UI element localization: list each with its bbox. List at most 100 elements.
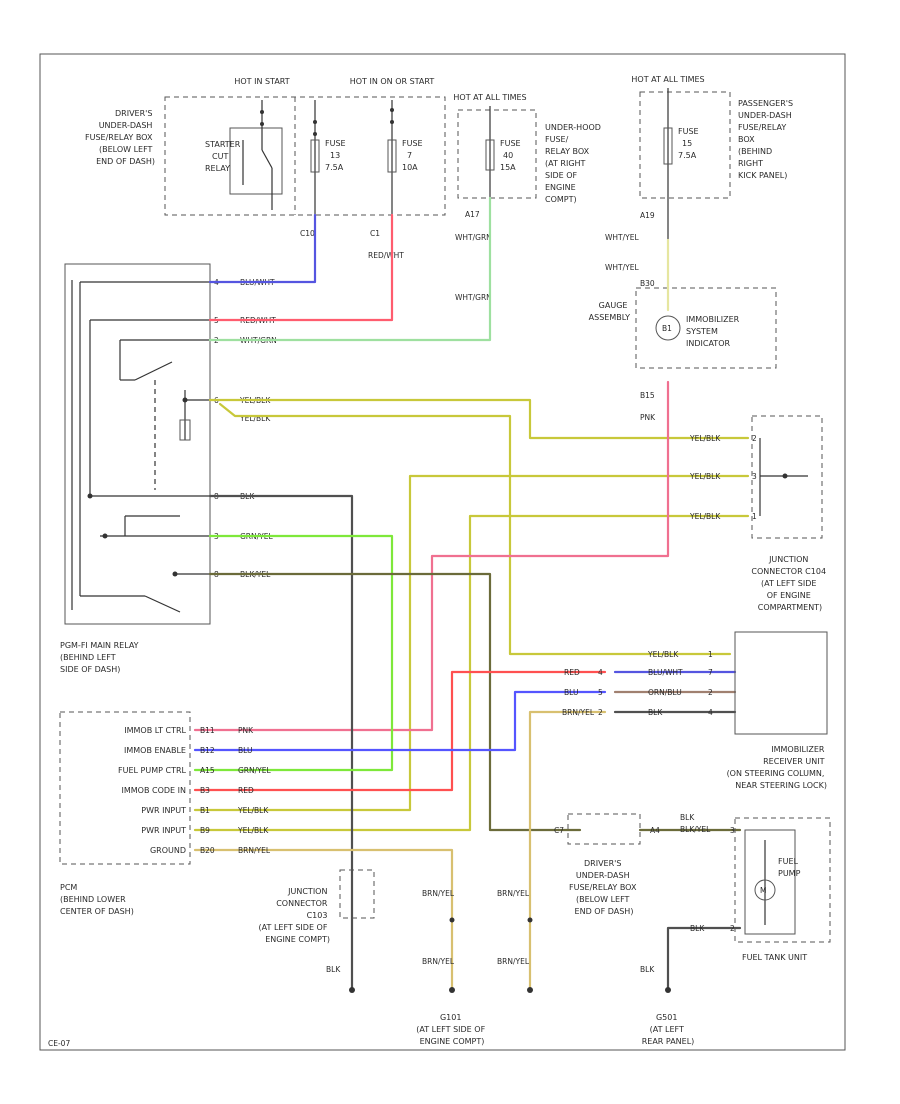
immobilizer-label: IMMOBILIZER RECEIVER UNIT (ON STEERING C… bbox=[727, 745, 827, 790]
pin-c10: C10 bbox=[300, 229, 315, 238]
underhood-fuse-box bbox=[457, 109, 537, 199]
pcm-row-pin: B9 bbox=[200, 826, 210, 835]
pcm-row-pin: B12 bbox=[200, 746, 215, 755]
relay-switch-1 bbox=[134, 361, 173, 381]
fuel-tank-unit bbox=[734, 817, 831, 943]
ground-g501 bbox=[665, 987, 671, 993]
starter-cut-relay bbox=[229, 127, 283, 195]
c104-wire-2: YEL/BLK bbox=[689, 472, 721, 481]
pin-b15: B15 bbox=[640, 391, 655, 400]
pcm-row-pin: A15 bbox=[200, 766, 215, 775]
immob-wire-blu-wht: BLU/WHT bbox=[648, 668, 683, 677]
pin-c7: C7 bbox=[554, 826, 564, 835]
fuse-40-label: FUSE 40 15A bbox=[500, 139, 523, 172]
wht-yel-label-1: WHT/YEL bbox=[605, 233, 639, 242]
pcm-row-label: PWR INPUT bbox=[141, 826, 186, 835]
pcm-row-wire-color: GRN/YEL bbox=[238, 766, 271, 775]
fuse-7-label: FUSE 7 10A bbox=[402, 139, 425, 172]
brn-yel-label-1: BRN/YEL bbox=[422, 889, 455, 898]
wire-brn-yel-2 bbox=[193, 848, 454, 992]
wire-brn-yel-1 bbox=[528, 710, 607, 992]
immobilizer-box bbox=[734, 631, 828, 735]
wire-blk-yel bbox=[208, 572, 582, 832]
pcm-row-pin: B11 bbox=[200, 726, 215, 735]
diagram-frame bbox=[39, 53, 846, 1051]
drivers-box-2-label: DRIVER'S UNDER-DASH FUSE/RELAY BOX (BELO… bbox=[569, 859, 639, 916]
gauge-assembly: B1 GAUGE ASSEMBLY IMMOBILIZER SYSTEM IND… bbox=[589, 287, 777, 369]
pin-a4: A4 bbox=[650, 826, 660, 835]
c104-pin-3: 3 bbox=[752, 472, 757, 481]
pcm-row-wire-color: YEL/BLK bbox=[237, 826, 269, 835]
pcm-row-label: IMMOB LT CTRL bbox=[124, 726, 186, 735]
wire-red bbox=[193, 670, 607, 792]
passenger-fuse-box bbox=[639, 91, 731, 199]
gauge-label: GAUGE ASSEMBLY bbox=[589, 301, 630, 322]
drivers-box-label: DRIVER'S UNDER-DASH FUSE/RELAY BOX (BELO… bbox=[85, 109, 155, 166]
hot-in-start-label: HOT IN START bbox=[234, 77, 289, 86]
pcm-label: PCM (BEHIND LOWER CENTER OF DASH) bbox=[60, 883, 134, 916]
passenger-box-label: PASSENGER'S UNDER-DASH FUSE/RELAY BOX (B… bbox=[738, 99, 796, 180]
ground-c103 bbox=[349, 987, 355, 993]
pnk-label: PNK bbox=[640, 413, 656, 422]
pcm-row-pin: B1 bbox=[200, 806, 210, 815]
pcm-row-pin: B3 bbox=[200, 786, 210, 795]
hot-at-all-times-1: HOT AT ALL TIMES bbox=[453, 93, 526, 102]
immob-wire-blk: BLK bbox=[648, 708, 663, 717]
hot-in-on-label: HOT IN ON OR START bbox=[350, 77, 435, 86]
fuel-tank-label: FUEL TANK UNIT bbox=[742, 953, 807, 962]
pcm-row-label: GROUND bbox=[150, 846, 186, 855]
gauge-box bbox=[635, 287, 777, 369]
pcm-row-label: FUEL PUMP CTRL bbox=[118, 766, 186, 775]
immobilizer-indicator-bulb bbox=[655, 315, 681, 341]
main-relay-box bbox=[64, 263, 211, 625]
pcm-box bbox=[59, 711, 191, 865]
wire-blk bbox=[208, 494, 354, 992]
wht-grn-label-1: WHT/GRN bbox=[455, 233, 492, 242]
wire-yel-blk-3 bbox=[193, 474, 750, 812]
c104-label: JUNCTION CONNECTOR C104 (AT LEFT SIDE OF… bbox=[751, 555, 828, 612]
hot-at-all-times-2: HOT AT ALL TIMES bbox=[631, 75, 704, 84]
pgm-fi-main-relay: PGM-FI MAIN RELAY (BEHIND LEFT SIDE OF D… bbox=[60, 263, 277, 674]
c103-label: JUNCTION CONNECTOR C103 (AT LEFT SIDE OF… bbox=[259, 887, 330, 944]
main-relay-label: PGM-FI MAIN RELAY (BEHIND LEFT SIDE OF D… bbox=[60, 641, 141, 674]
blk-yel-label-fuel: BLK/YEL bbox=[680, 825, 711, 834]
wht-yel-label-2: WHT/YEL bbox=[605, 263, 639, 272]
bulb-label: B1 bbox=[662, 324, 672, 333]
power-section: HOT IN START HOT IN ON OR START DRIVER'S… bbox=[85, 75, 796, 422]
c103-box bbox=[339, 869, 375, 919]
indicator-label: IMMOBILIZER SYSTEM INDICATOR bbox=[686, 315, 742, 348]
immob-pin-7: 7 bbox=[708, 668, 713, 677]
wire-yel-blk-1 bbox=[208, 398, 750, 440]
pin-a17: A17 bbox=[465, 210, 480, 219]
immob-wire-brn-yel: BRN/YEL bbox=[562, 708, 595, 717]
pcm-row-label: IMMOB ENABLE bbox=[124, 746, 186, 755]
fuse-15 bbox=[663, 127, 673, 165]
immob-pin-2r: 2 bbox=[708, 688, 713, 697]
bottom-section: JUNCTION CONNECTOR C103 (AT LEFT SIDE OF… bbox=[48, 813, 831, 1048]
wire-grn-yel bbox=[193, 534, 394, 772]
brn-yel-label-4: BRN/YEL bbox=[497, 957, 530, 966]
starter-cut-relay-label: STARTER CUT RELAY bbox=[205, 140, 243, 173]
wire-blk-3 bbox=[666, 926, 742, 992]
wire-wht-grn bbox=[208, 196, 492, 342]
immob-pin-4: 4 bbox=[598, 668, 603, 677]
wire-yel-blk-2 bbox=[218, 402, 732, 656]
g501-label: G501 (AT LEFT REAR PANEL) bbox=[642, 1013, 695, 1046]
pcm-row-wire-color: RED bbox=[238, 786, 254, 795]
wire-blu-wht bbox=[208, 213, 317, 284]
pin-a19: A19 bbox=[640, 211, 655, 220]
pcm-row-pin: B20 bbox=[200, 846, 215, 855]
immob-pin-5: 5 bbox=[598, 688, 603, 697]
pcm-row-wire-color: PNK bbox=[238, 726, 254, 735]
ground-g101-a bbox=[449, 987, 455, 993]
fuse-13 bbox=[310, 139, 320, 173]
blk-label-pump: BLK bbox=[690, 924, 705, 933]
red-wht-label-top: RED/WHT bbox=[368, 251, 404, 260]
wire-blu bbox=[193, 690, 607, 752]
wire-pnk bbox=[193, 380, 670, 732]
drivers-fuse-box-2 bbox=[567, 813, 641, 845]
immob-wire-blu: BLU bbox=[564, 688, 578, 697]
fuse-13-label: FUSE 13 7.5A bbox=[325, 139, 348, 172]
